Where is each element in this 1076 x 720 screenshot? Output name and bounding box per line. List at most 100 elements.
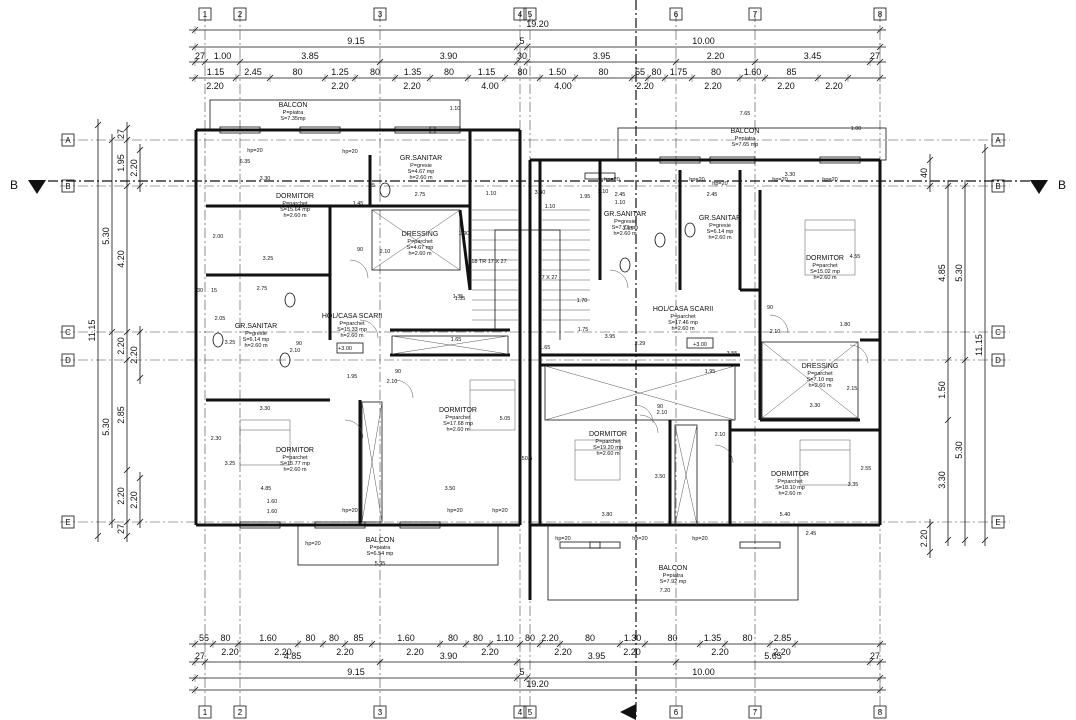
grid-tag-label: 6 [674,708,679,717]
grid-tag-label: 8 [878,708,883,717]
inner-dimension-text: 2.29 [635,341,646,347]
dimension-text: 2.20 [554,647,572,657]
inner-dimension-text: 1.10 [486,191,497,197]
toilet-icon [379,182,391,198]
inner-dimension-text: 3.50 [445,486,456,492]
inner-dimension-text: 2.10 [657,410,668,416]
dimension-text: 11.15 [974,334,984,356]
dimension-text: 5.30 [954,441,964,459]
inner-dimension-text: hp=20 [692,536,707,542]
room-height: h=2.60 m [813,275,837,281]
dimension-tick [926,521,934,529]
inner-dimension-text: 5.40 [780,512,791,518]
room-floor: P=gresie [410,163,432,169]
grid-tag [61,133,75,147]
room-height: h=2.60 m [778,491,802,497]
dimension-text: 80 [651,67,661,77]
grid-tag [373,705,387,719]
inner-dimension-text: 6.35 [240,159,251,165]
dimension-text: 2.20 [336,647,354,657]
dimension-text: 2.85 [774,633,792,643]
shaft-cross [361,401,383,523]
dimension-tick [94,121,102,129]
door-swing [359,319,379,339]
toilet-icon [684,222,696,238]
room-area: S=15.77 mp [280,461,310,467]
dimension-text: 4.85 [284,651,302,661]
toilet-icon [619,257,631,273]
dimension-text: 80 [742,633,752,643]
room-height: h=2.60 m [244,343,268,349]
room-area: S=6.14 mp [243,337,270,343]
inner-dimension-text: 50.5 [522,456,533,462]
inner-dimension-text: 2.00 [213,234,224,240]
room-area: S=4.67 mp [407,245,434,251]
dimension-text: 80 [370,67,380,77]
inner-dimension-text: 3.30 [260,406,271,412]
grid-tag-label: 5 [528,708,533,717]
grid-tag-label: E [995,518,1000,527]
window-opening [659,156,701,164]
room-height: h=2.60 m [671,326,695,332]
shaft-cross [544,365,736,421]
shaft-cross [391,335,509,355]
inner-dimension-text: +3.00 [338,346,352,352]
dimension-text: 2.20 [129,159,139,177]
section-arrow-icon [28,180,46,194]
inner-dimension-text: 2.15 [847,386,858,392]
window-opening [314,521,366,529]
dimension-text: 40 [919,168,929,178]
dimension-tick [123,124,131,132]
dimension-text: 1.50 [937,381,947,399]
grid-tag [991,353,1005,367]
inner-dimension-text: hp=20 [555,536,570,542]
dimension-text: 1.60 [397,633,415,643]
room-area: S=17.68 mp [443,421,473,427]
dimension-text: 4.85 [937,264,947,282]
dimension-text: 80 [305,633,315,643]
grid-tag [61,515,75,529]
dimension-text: 2.20 [274,647,292,657]
room-area: S=18.10 mp [775,485,805,491]
grid-tag [513,705,527,719]
section-marker-label: B [10,178,18,192]
dimension-text: 2.20 [707,51,725,61]
grid-tag-label: 1 [203,10,208,19]
room-area: S=7.10 mp [807,377,834,383]
dimension-text: 4.00 [481,81,499,91]
inner-dimension-text: hp=20 [247,148,262,154]
grid-tag-label: 4 [518,10,523,19]
door-swing [394,379,414,399]
inner-dimension-text: hp=20 [305,541,320,547]
dimension-tick [981,536,989,544]
room-floor: P=piatra [370,545,392,551]
inner-dimension-text: 90 [296,341,302,347]
inner-dimension-text: 4.85 [261,486,272,492]
room-name: BALCON [279,102,308,109]
window-opening [819,156,861,164]
shaft-cross [761,341,859,419]
window-opening [584,172,616,180]
inner-dimension-text: 1.65 [540,345,551,351]
balcony-outline [547,524,799,601]
dimension-tick [108,136,116,144]
shaft-box [761,341,859,419]
dimension-text: 80 [444,67,454,77]
walls [194,99,887,601]
room-name: HOL/CASA SCARII [653,306,713,313]
dimension-text: 2.85 [116,406,126,424]
inner-dimension-text: 2.10 [715,432,726,438]
room-name: DRESSING [402,231,439,238]
room-name: DORMITOR [439,407,477,414]
dimension-text: 2.20 [919,530,929,548]
dimension-tick [94,532,102,540]
inner-dimension-text: 1.10 [450,106,461,112]
inner-dimension-text: 3.30 [785,172,796,178]
dimension-text: 10.00 [692,667,715,677]
inner-dimension-text: hp=20 [712,181,727,187]
grid-tag [513,7,527,21]
dimension-tick [944,356,952,364]
balcony-outline [209,99,461,131]
inner-dimension-text: 2.10 [290,348,301,354]
window-opening [394,126,436,134]
